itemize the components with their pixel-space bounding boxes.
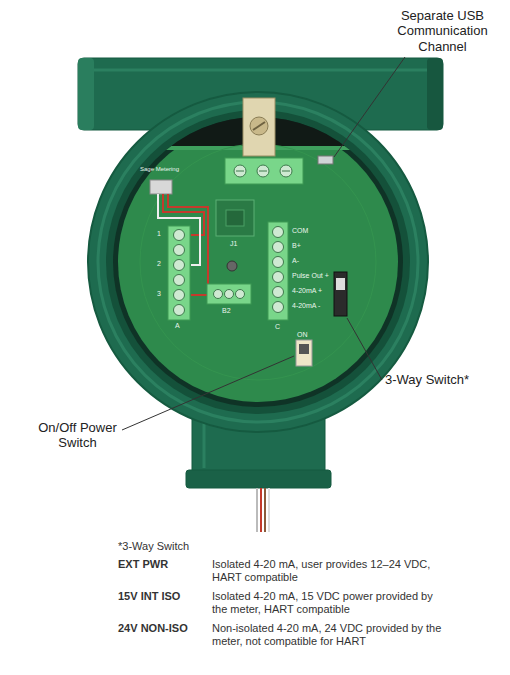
- chip-part: [227, 261, 237, 271]
- wire-connector: [150, 180, 172, 194]
- table-cell: 15V INT ISO: [118, 590, 180, 603]
- leader-lines-part: [122, 356, 294, 430]
- top-terminal-block-part: [234, 165, 246, 177]
- pin-name: COM: [292, 227, 308, 235]
- left-terminal-block-part: [174, 305, 185, 316]
- pin-name: A-: [292, 257, 299, 265]
- left-terminal-block-part: [174, 275, 185, 286]
- terminal-number: 3: [157, 290, 161, 298]
- callout-label: 3-Way Switch*: [385, 372, 469, 387]
- circuit-board-part: [140, 144, 376, 380]
- flow-pipe-part: [78, 58, 94, 130]
- clamp: [243, 98, 275, 156]
- table-cell: Isolated 4-20 mA, user provides 12–24 VD…: [212, 558, 447, 584]
- table-cell: EXT PWR: [118, 558, 168, 571]
- bottom-terminal-block-part: [225, 290, 234, 299]
- table-title: *3-Way Switch: [118, 540, 189, 553]
- chip: [216, 200, 254, 271]
- callout-label: Separate USB Communication Channel: [385, 8, 500, 54]
- right-terminal-block-part: [273, 302, 284, 313]
- callout-label: On/Off Power Switch: [30, 420, 125, 451]
- left-terminal-block-part: [174, 290, 185, 301]
- right-terminal-block-part: [273, 257, 284, 268]
- clamp-part: [250, 117, 268, 135]
- table-cell: Non-isolated 4-20 mA, 24 VDC provided by…: [212, 622, 447, 648]
- left-terminal-block-part: [174, 230, 185, 241]
- chip-part: [216, 200, 254, 236]
- bottom-terminal-block-part: [214, 290, 223, 299]
- cable-part: [264, 488, 266, 532]
- clamp-part: [243, 98, 275, 156]
- right-terminal-block-part: [273, 272, 284, 283]
- housing: [88, 92, 428, 432]
- cable-part: [260, 488, 262, 532]
- flow-pipe-part: [94, 69, 427, 72]
- power-switch: [296, 340, 312, 366]
- cable-part: [256, 488, 258, 532]
- top-terminal-block-part: [257, 165, 269, 177]
- leader-lines-part: [334, 57, 405, 157]
- three-way-switch-part: [334, 272, 347, 316]
- clamp-part: [253, 122, 265, 130]
- housing-part: [113, 117, 403, 407]
- bottom-terminal-block-part: [236, 290, 245, 299]
- board-marking: J1: [230, 240, 237, 248]
- right-terminal-block-part: [268, 222, 288, 320]
- top-terminal-block-part: [259, 171, 267, 172]
- board-marking: Sage Metering: [140, 166, 179, 173]
- pin-name: B+: [292, 242, 301, 250]
- table-cell: Isolated 4-20 mA, 15 VDC power provided …: [212, 590, 447, 616]
- bottom-terminal-block-part: [207, 284, 251, 304]
- three-way-switch-part: [336, 278, 345, 290]
- block-name: B2: [222, 307, 231, 315]
- right-terminal-block-part: [273, 242, 284, 253]
- pin-name: 4-20mA -: [292, 302, 320, 310]
- leader-lines-part: [347, 318, 382, 380]
- top-terminal-block-part: [280, 165, 292, 177]
- usb-port: [318, 156, 333, 164]
- right-terminal-block-part: [273, 287, 284, 298]
- wire-connector-part: [150, 180, 172, 194]
- switch-marking: ON: [297, 331, 308, 339]
- top-terminal-block: [225, 158, 303, 184]
- block-name: A: [175, 322, 180, 330]
- three-way-switch: [334, 272, 347, 316]
- flow-pipe-part: [427, 58, 443, 130]
- right-terminal-block-part: [273, 227, 284, 238]
- chip-part: [226, 210, 244, 226]
- wires-part: [158, 194, 200, 265]
- left-terminal-block-part: [174, 245, 185, 256]
- conduit-entry-part: [186, 470, 331, 488]
- table-cell: 24V NON-ISO: [118, 622, 188, 635]
- top-terminal-block-part: [225, 158, 303, 184]
- top-terminal-block-part: [282, 171, 290, 172]
- block-name: C: [275, 323, 280, 331]
- leader-lines: [122, 57, 405, 430]
- bottom-terminal-block: [207, 284, 251, 304]
- right-terminal-block: [268, 222, 288, 320]
- pin-name: 4-20mA +: [292, 287, 322, 295]
- left-terminal-block: [168, 226, 190, 320]
- housing-part: [88, 92, 428, 432]
- power-switch-part: [296, 340, 312, 366]
- terminal-number: 1: [157, 230, 161, 238]
- power-switch-part: [299, 344, 309, 354]
- pin-name: Pulse Out +: [292, 272, 329, 280]
- top-terminal-block-part: [236, 171, 244, 172]
- circuit-board-part: [118, 122, 398, 402]
- cable: [257, 488, 269, 532]
- cable-part: [268, 488, 270, 532]
- left-terminal-block-part: [174, 260, 185, 271]
- terminal-number: 2: [157, 260, 161, 268]
- usb-port-part: [318, 156, 333, 164]
- left-terminal-block-part: [168, 226, 190, 320]
